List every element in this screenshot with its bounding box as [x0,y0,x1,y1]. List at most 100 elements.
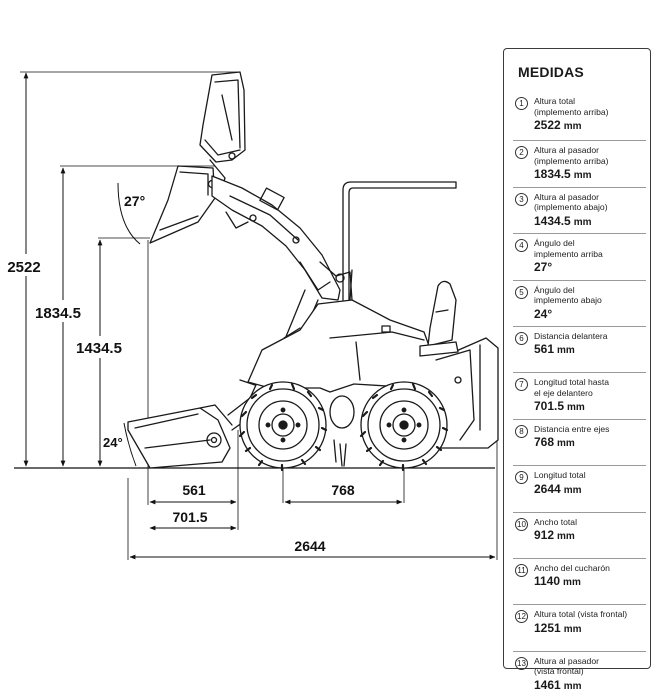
angle-down-label: 24° [103,435,123,450]
spec-value: 2522 [534,118,561,132]
seat-icon [419,280,459,357]
spec-number-badge: 12 [515,610,528,624]
spec-unit: mm [563,121,582,132]
bucket-mid-icon [149,159,226,244]
spec-number-badge: 5 [515,285,528,299]
spec-value: 1461 [534,677,561,692]
spec-label: Altura al pasador [534,191,599,202]
spec-unit: mm [563,680,582,692]
specifications-panel: MEDIDAS 1 Altura total (implemento arriba)… [503,48,651,692]
length-to-axle-label: 701.5 [172,509,207,525]
pin-height-down-label: 1434.5 [76,340,122,357]
rear-wheel-icon [359,381,449,472]
spec-value-line: 24° [534,307,646,322]
spec-label: implemento arriba [534,248,603,259]
spec-value-line: 27° [534,260,646,275]
spec-unit: mm [563,623,582,635]
pin-height-up-label: 1834.5 [35,305,81,322]
rops-bar-icon [342,181,457,301]
spec-label: Ángulo del [534,284,575,295]
spec-number-badge: 10 [515,517,528,531]
spec-number-badge: 11 [515,563,528,577]
spec-value: 2644 [534,481,561,496]
spec-value: 27° [534,260,553,275]
front-distance-label: 561 [182,482,206,498]
spec-number-badge: 9 [515,471,528,485]
spec-label: Longitud total [534,470,586,481]
spec-label: Distancia delantera [534,330,608,341]
spec-label: (vista frontal) [534,666,584,677]
spec-unit: mm [573,170,592,182]
spec-value: 1251 [534,620,561,635]
spec-item: 2 Altura al pasador(implemento arriba)183… [513,140,646,186]
spec-value: 561 [534,342,555,357]
spec-number-badge: 4 [515,239,528,253]
total-height-label: 2522 [7,259,40,276]
loader-dimension-drawing: 2522 1834.5 1434.5 561 768 701.5 2644 27… [7,71,499,560]
total-length-label: 2644 [294,538,325,554]
spec-number-badge: 3 [515,192,528,206]
spec-number-badge: 6 [515,331,528,345]
spec-label: Distancia entre ejes [534,423,610,434]
spec-number-badge: 8 [515,424,528,438]
spec-label: Altura al pasador [534,655,599,666]
spec-unit: mm [567,402,585,414]
axle-housing-icon [329,395,355,467]
panel-title: MEDIDAS [518,64,584,80]
spec-number-badge: 7 [515,378,528,392]
extension-lines [20,71,498,560]
angle-up-arc [117,182,141,245]
spec-label: Altura total [534,96,576,106]
spec-unit: mm [563,577,581,589]
spec-unit: mm [563,484,582,496]
spec-label: implemento abajo [534,295,602,306]
bucket-raised-icon [199,71,246,163]
spec-item: 3 Altura al pasador(implemento abajo)1434… [513,186,646,233]
spec-value: 24° [534,306,553,321]
wheelbase-label: 768 [331,482,355,498]
spec-unit: mm [557,345,575,357]
spec-number-badge: 13 [515,656,528,670]
spec-number-badge: 1 [515,97,528,110]
spec-value: 1140 [534,574,561,589]
spec-label: Altura al pasador [534,145,599,156]
spec-label: (implemento arriba) [534,155,609,166]
spec-label: Ancho total [534,516,577,527]
spec-label: el eje delantero [534,387,593,398]
angle-down-arc [123,422,137,467]
spec-number-badge: 2 [515,146,528,160]
spec-value: 1434.5 [534,213,571,228]
spec-value: 768 [534,435,555,450]
spec-label: (implemento abajo) [534,202,608,213]
spec-label: Ancho del cucharón [534,562,610,573]
spec-unit: mm [573,216,592,228]
spec-label: Ángulo del [534,238,575,249]
horizontal-dimension-lines [129,499,496,560]
spec-value: 1834.5 [534,167,571,182]
spec-value: 912 [534,528,555,543]
spec-value: 701.5 [534,399,565,414]
bucket-lowered-icon [127,404,233,469]
front-wheel-icon [238,381,328,472]
angle-up-label: 27° [124,193,145,209]
